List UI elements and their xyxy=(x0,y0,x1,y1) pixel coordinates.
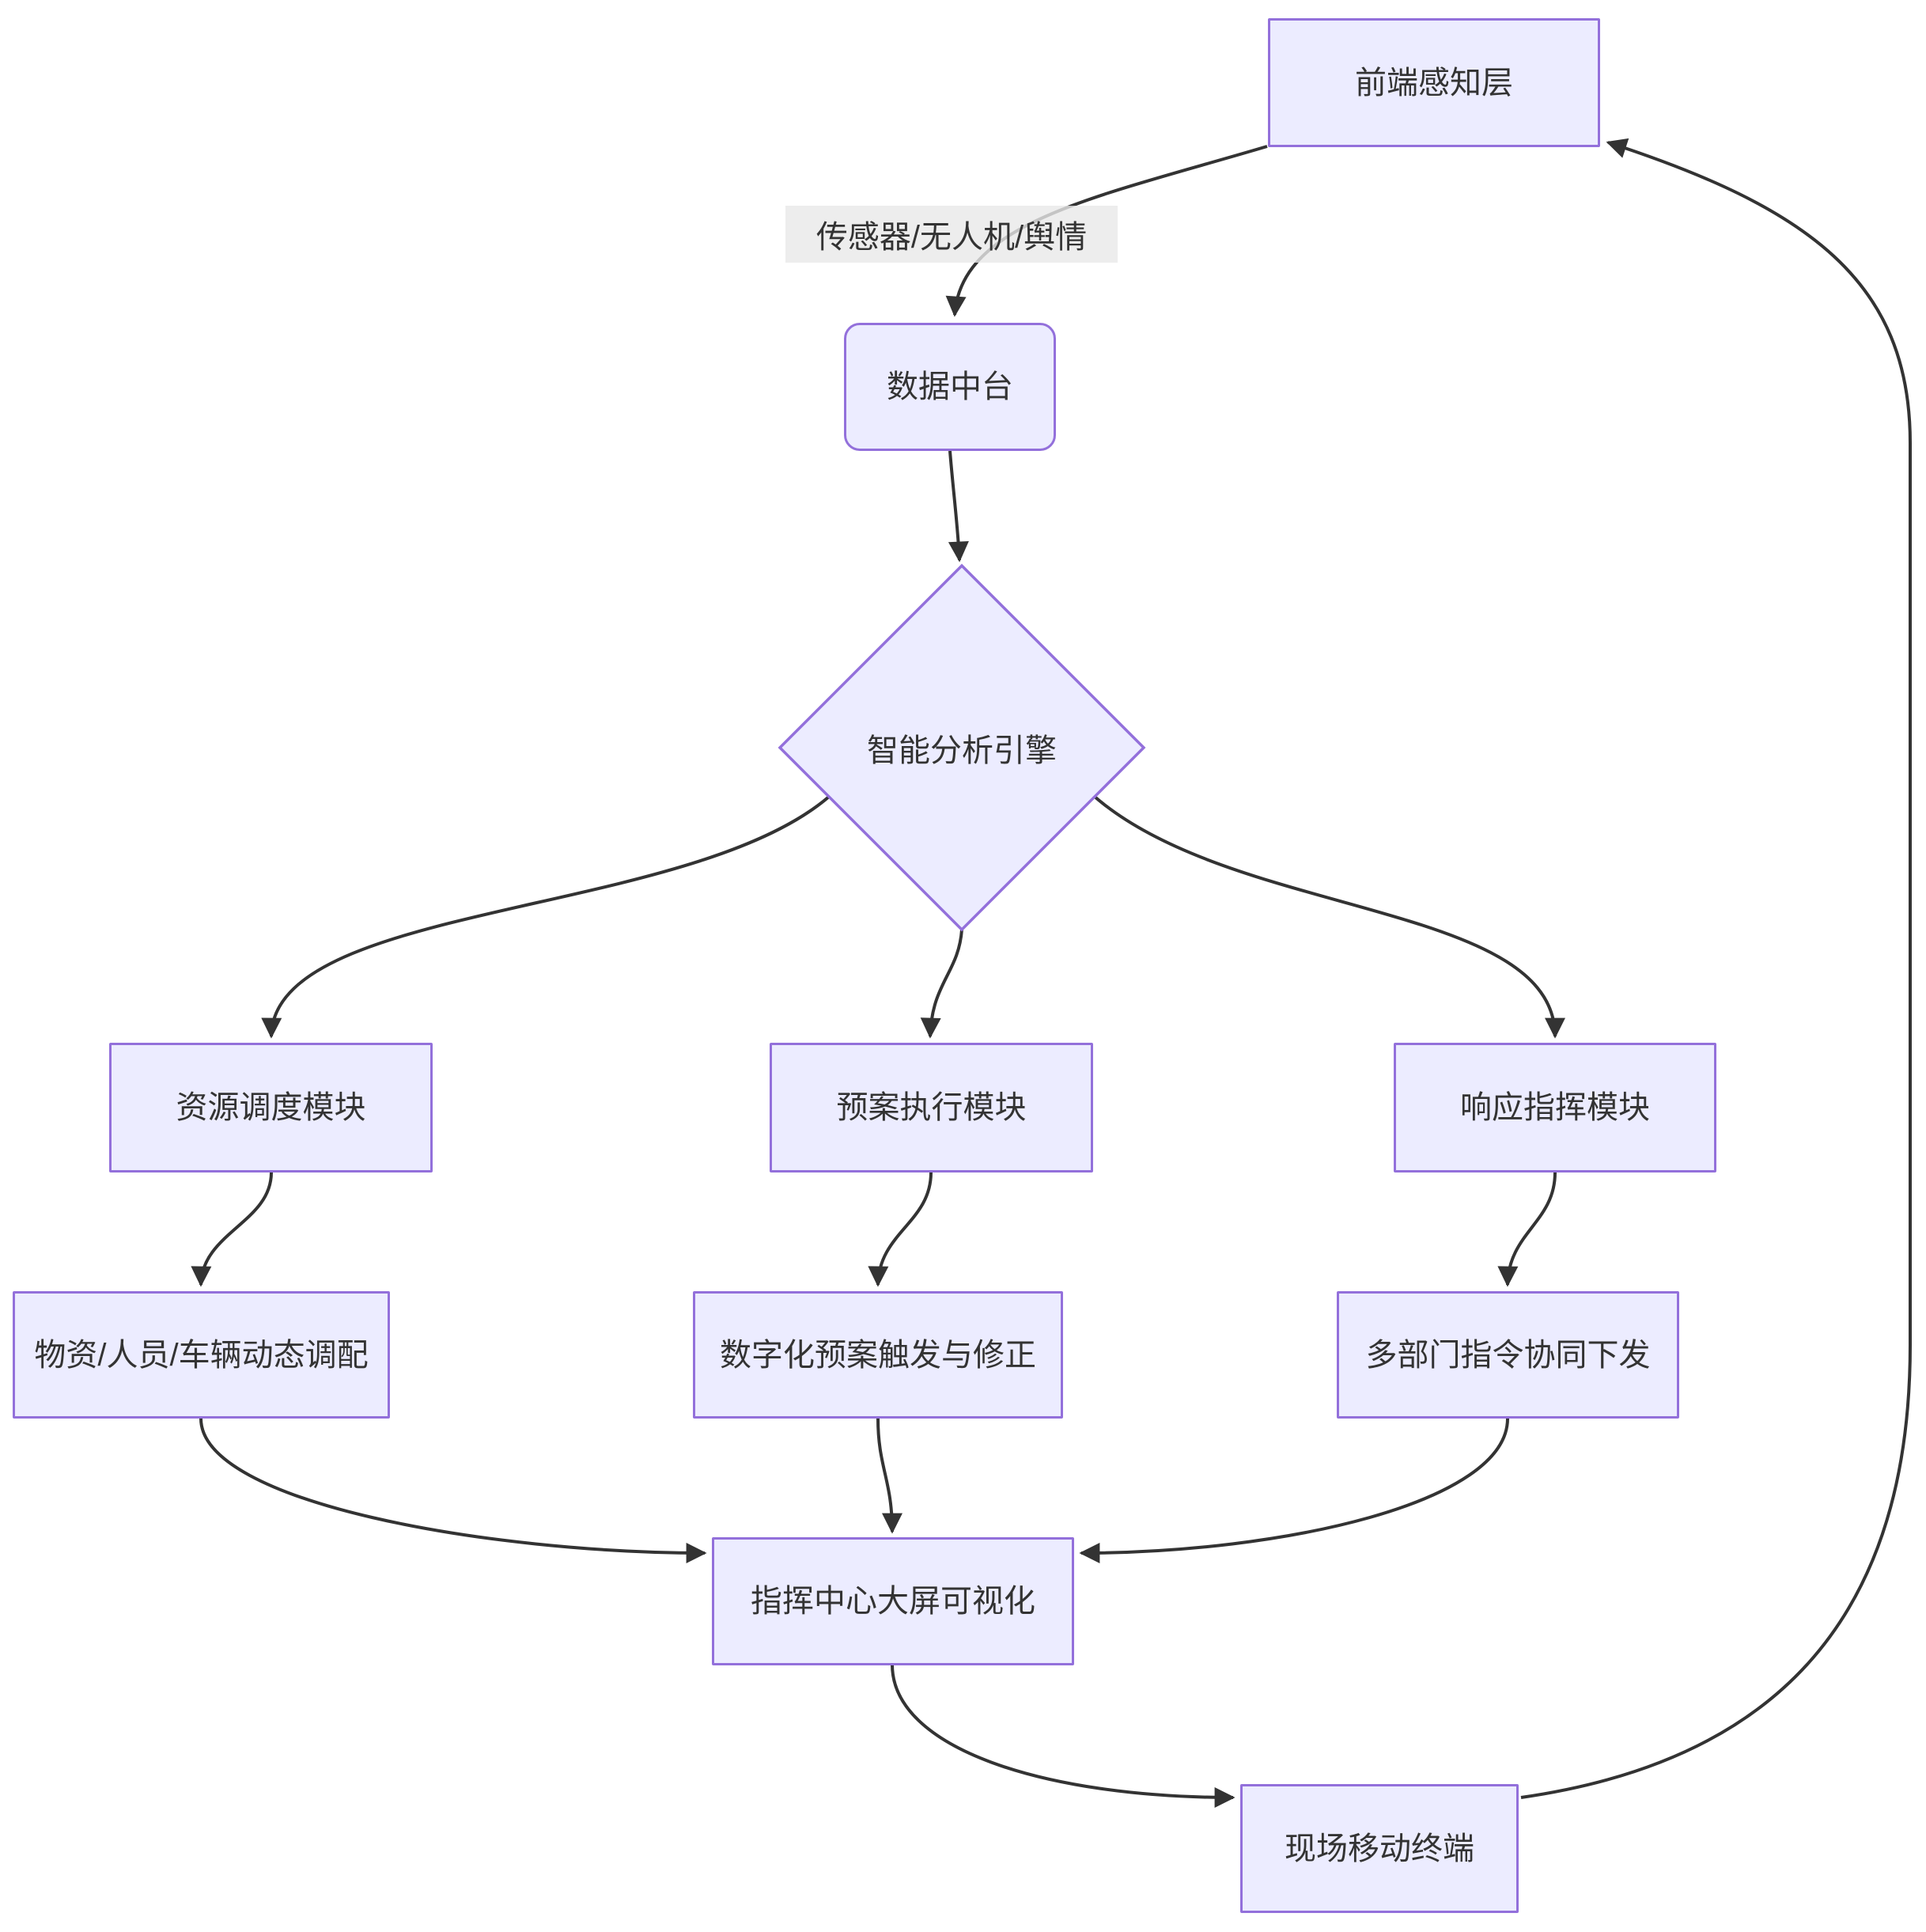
node-data-platform: 数据中台 xyxy=(844,323,1056,451)
edge-plan-to-digital-plan xyxy=(868,1172,933,1287)
edge-multi-dept-to-dashboard xyxy=(1079,1418,1509,1563)
edge-data-platform-to-engine xyxy=(948,450,969,563)
node-allocation: 物资/人员/车辆动态调配 xyxy=(13,1291,390,1419)
edge-dashboard-to-mobile-terminal xyxy=(891,1664,1235,1808)
node-digital-plan: 数字化预案触发与修正 xyxy=(693,1291,1063,1419)
node-plan-module: 预案执行模块 xyxy=(770,1043,1093,1172)
node-mobile-terminal: 现场移动终端 xyxy=(1240,1784,1519,1913)
edge-command-to-multi-dept xyxy=(1497,1172,1557,1287)
node-analysis-engine-label: 智能分析引擎 xyxy=(867,733,1057,768)
node-frontend-layer: 前端感知层 xyxy=(1268,18,1600,147)
node-command-module: 响应指挥模块 xyxy=(1394,1043,1716,1172)
edge-digital-plan-to-dashboard xyxy=(876,1418,902,1534)
node-dashboard: 指挥中心大屏可视化 xyxy=(712,1537,1074,1665)
edge-engine-to-command-module xyxy=(1093,795,1565,1039)
node-multi-dept: 多部门指令协同下发 xyxy=(1337,1291,1679,1419)
edge-allocation-to-dashboard xyxy=(199,1418,707,1563)
node-resource-module: 资源调度模块 xyxy=(109,1043,433,1172)
edge-label-sensor: 传感器/无人机/舆情 xyxy=(785,206,1118,263)
edge-engine-to-plan-module xyxy=(920,929,963,1039)
edge-resource-to-allocation xyxy=(191,1172,273,1287)
edge-mobile-terminal-to-frontend xyxy=(1520,138,1912,1799)
edge-engine-to-resource-module xyxy=(261,795,831,1039)
node-analysis-engine-shape xyxy=(778,563,1146,932)
